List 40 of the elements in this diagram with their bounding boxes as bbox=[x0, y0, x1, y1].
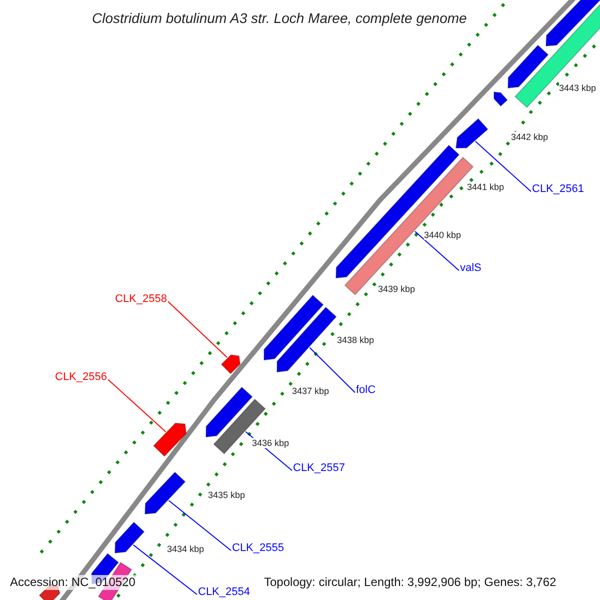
gene-label: CLK_2556 bbox=[55, 371, 107, 384]
gene-label: CLK_2557 bbox=[293, 462, 345, 475]
scale-tick-label: 3442 kbp bbox=[511, 132, 548, 142]
gene-block bbox=[264, 294, 324, 361]
scale-tick-label: 3439 kbp bbox=[378, 284, 416, 294]
scale-tick-label: 3441 kbp bbox=[467, 182, 504, 192]
leader-line bbox=[474, 140, 532, 192]
accession-text: Accession: NC_010520 bbox=[8, 575, 138, 590]
gene-label: valS bbox=[460, 262, 482, 275]
gene-block bbox=[507, 44, 549, 89]
scale-tick-label: 3435 kbp bbox=[208, 490, 246, 500]
gene-block bbox=[335, 144, 460, 279]
gene-label: CLK_2558 bbox=[115, 293, 167, 306]
genome-summary-text: Topology: circular; Length: 3,992,906 bp; Genes: 3,762 bbox=[262, 575, 558, 590]
scale-tick-label: 3434 kbp bbox=[167, 544, 204, 554]
gene-block bbox=[205, 386, 253, 438]
gene-label: CLK_2554 bbox=[198, 586, 250, 599]
scale-tick-label: 3440 kbp bbox=[424, 230, 462, 240]
gene-block bbox=[114, 522, 145, 554]
leader-line bbox=[414, 230, 460, 271]
scale-tick-label: 3438 kbp bbox=[337, 335, 374, 345]
gene-block bbox=[276, 306, 337, 373]
gene-label: folC bbox=[356, 384, 376, 397]
leader-line bbox=[132, 544, 198, 595]
leader-line bbox=[168, 301, 228, 358]
gene-block bbox=[455, 118, 488, 148]
gene-block bbox=[220, 354, 241, 374]
leader-line bbox=[168, 500, 232, 551]
gene-block bbox=[152, 422, 187, 457]
gene-label: CLK_2555 bbox=[232, 542, 284, 555]
leader-line bbox=[108, 379, 166, 432]
leader-line bbox=[309, 347, 356, 393]
diagram-title: Clostridium botulinum A3 str. Loch Maree, complete genome bbox=[92, 10, 467, 26]
scale-tick-label: 3443 kbp bbox=[559, 83, 596, 93]
gene-block bbox=[144, 472, 186, 515]
gene-label: CLK_2561 bbox=[532, 183, 584, 196]
gene-block bbox=[545, 0, 600, 47]
scale-tick-label: 3436 kbp bbox=[252, 438, 290, 448]
gene-block bbox=[494, 91, 508, 107]
scale-tick-label: 3437 kbp bbox=[292, 386, 330, 396]
